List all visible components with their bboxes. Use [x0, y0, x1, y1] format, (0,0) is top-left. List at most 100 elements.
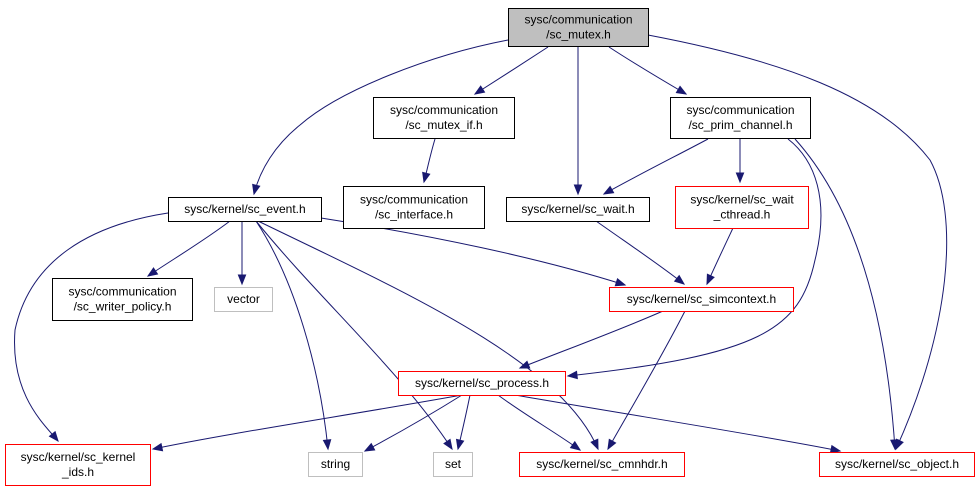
edge-sc_event-to-sc_writer_policy: [146, 220, 231, 277]
edge-arrowhead: [518, 360, 531, 369]
edge-line: [519, 310, 664, 369]
node-label-line: sysc/kernel/sc_kernel: [21, 450, 136, 464]
edge-arrowhead: [363, 442, 376, 452]
node-label-line: /sc_prim_channel.h: [688, 118, 792, 132]
node-label-line: /sc_writer_policy.h: [74, 300, 172, 314]
edge-sc_prim_channel-to-sc_process: [566, 138, 822, 380]
node-box: [506, 197, 650, 222]
edge-arrowhead: [573, 184, 583, 196]
edge-sc_prim_channel-to-sc_wait_cthread: [735, 138, 745, 184]
node-sc-interface[interactable]: sysc/communication/sc_interface.h: [343, 186, 485, 229]
edge-sc_mutex-to-sc_mutex_if: [473, 46, 549, 95]
node-vector[interactable]: vector: [214, 287, 273, 312]
node-box: [675, 186, 809, 229]
node-box: [214, 287, 273, 312]
edge-sc_process-to-string: [363, 394, 463, 452]
node-label-line: /sc_mutex.h: [546, 28, 611, 42]
node-box: [52, 278, 193, 321]
edge-arrowhead: [566, 370, 578, 380]
edge-sc_process-to-sc_cmnhdr: [497, 394, 582, 451]
node-label-line: sysc/communication: [360, 193, 468, 207]
node-sc-kernel-ids[interactable]: sysc/kernel/sc_kernel_ids.h: [5, 444, 151, 486]
edge-sc_mutex-to-sc_event: [252, 39, 509, 196]
node-sc-simcontext[interactable]: sysc/kernel/sc_simcontext.h: [609, 287, 794, 312]
edge-arrowhead: [607, 438, 617, 451]
node-sc-wait-cthread[interactable]: sysc/kernel/sc_wait_cthread.h: [675, 186, 809, 229]
node-label-line: sysc/kernel/sc_object.h: [835, 457, 959, 471]
node-label-line: /sc_interface.h: [375, 208, 453, 222]
node-box: [308, 452, 363, 477]
edge-sc_mutex-to-sc_prim_channel: [608, 46, 688, 95]
node-label-line: sysc/kernel/sc_process.h: [415, 376, 549, 390]
edge-arrowhead: [706, 273, 715, 286]
edge-sc_process-to-sc_kernel_ids: [151, 394, 463, 452]
edge-arrowhead: [455, 438, 465, 451]
edge-sc_mutex-to-sc_wait: [573, 47, 583, 196]
edge-arrowhead: [590, 438, 599, 451]
node-sc-mutex-if[interactable]: sysc/communication/sc_mutex_if.h: [373, 97, 515, 139]
node-sc-prim-channel[interactable]: sysc/communication/sc_prim_channel.h: [670, 97, 811, 139]
edge-line: [607, 310, 686, 450]
node-box: [5, 444, 151, 486]
edge-arrowhead: [322, 439, 332, 451]
edge-arrowhead: [146, 267, 159, 277]
node-sc-writer-policy[interactable]: sysc/communication/sc_writer_policy.h: [52, 278, 193, 321]
edge-line: [474, 46, 549, 95]
edge-line: [647, 34, 948, 450]
node-sc-wait[interactable]: sysc/kernel/sc_wait.h: [506, 197, 650, 222]
edge-arrowhead: [473, 85, 486, 95]
edge-arrowhead: [569, 440, 582, 451]
node-set[interactable]: set: [433, 452, 473, 477]
node-label-line: /sc_mutex_if.h: [405, 118, 482, 132]
edge-line: [514, 394, 841, 452]
edge-sc_mutex_if-to-sc_interface: [422, 138, 436, 184]
edge-line: [603, 138, 709, 195]
node-sc-mutex[interactable]: sysc/communication/sc_mutex.h: [508, 8, 649, 47]
edge-line: [567, 138, 822, 377]
edge-line: [595, 220, 685, 285]
node-label-line: sysc/communication: [686, 103, 794, 117]
edges-layer: [14, 34, 948, 454]
node-box: [508, 8, 649, 47]
node-box: [519, 452, 685, 477]
edge-arrowhead: [675, 85, 688, 95]
edge-arrowhead: [151, 442, 164, 452]
edge-line: [147, 220, 231, 277]
node-box: [670, 97, 811, 139]
node-sc-process[interactable]: sysc/kernel/sc_process.h: [398, 371, 566, 396]
edge-arrowhead: [48, 430, 59, 443]
node-label-line: string: [321, 457, 350, 471]
edge-sc_simcontext-to-sc_cmnhdr: [607, 310, 686, 451]
node-box: [398, 371, 566, 396]
edge-sc_prim_channel-to-sc_wait: [602, 138, 709, 195]
edge-line: [608, 46, 687, 95]
edge-line: [794, 138, 896, 450]
nodes-layer: sysc/communication/sc_mutex.hsysc/commun…: [5, 8, 975, 486]
edge-sc_event-to-vector: [237, 220, 247, 286]
edge-sc_process-to-sc_object: [514, 394, 842, 454]
edge-arrowhead: [237, 274, 247, 286]
edge-line: [14, 212, 169, 442]
edge-sc_simcontext-to-sc_process: [518, 310, 664, 369]
edge-arrowhead: [422, 171, 431, 184]
node-label-line: sysc/kernel/sc_cmnhdr.h: [536, 457, 667, 471]
edge-line: [255, 220, 453, 450]
node-string[interactable]: string: [308, 452, 363, 477]
node-sc-object[interactable]: sysc/kernel/sc_object.h: [819, 452, 975, 477]
node-label-line: vector: [227, 292, 260, 306]
edge-arrowhead: [252, 183, 261, 196]
node-sc-cmnhdr[interactable]: sysc/kernel/sc_cmnhdr.h: [519, 452, 685, 477]
node-sc-event[interactable]: sysc/kernel/sc_event.h: [168, 197, 322, 222]
edge-sc_event-to-sc_cmnhdr: [257, 220, 599, 451]
node-box: [819, 452, 975, 477]
node-label-line: set: [445, 457, 462, 471]
edge-arrowhead: [735, 172, 745, 184]
node-label-line: sysc/kernel/sc_wait.h: [521, 202, 634, 216]
node-label-line: _cthread.h: [713, 208, 771, 222]
edge-line: [497, 394, 581, 451]
edge-line: [253, 39, 509, 195]
edge-arrowhead: [602, 185, 615, 195]
node-label-line: sysc/kernel/sc_wait: [690, 193, 794, 207]
edge-sc_wait_cthread-to-sc_simcontext: [706, 227, 734, 286]
